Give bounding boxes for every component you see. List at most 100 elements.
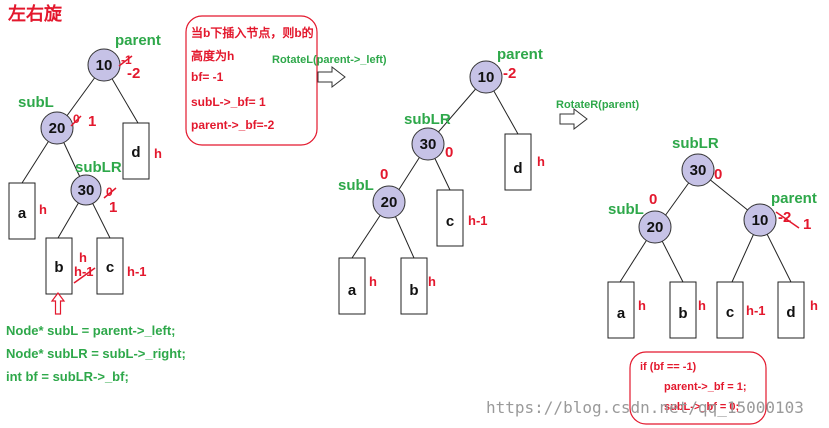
svg-text:a: a — [617, 305, 626, 322]
node-30: 30 — [411, 127, 445, 161]
subtree-a: a — [607, 281, 635, 339]
subtree-c: c — [436, 189, 464, 247]
watermark: https://blog.csdn.net/qq_15000103 — [486, 398, 804, 417]
height-d: h — [810, 298, 818, 313]
svg-text:subL->_bf= 1: subL->_bf= 1 — [191, 95, 266, 109]
op-rotate-left: RotateL(parent->_left) — [272, 54, 387, 66]
svg-text:b: b — [54, 259, 63, 276]
svg-text:30: 30 — [78, 182, 95, 199]
subtree-b: b — [669, 281, 697, 339]
op-rotate-right: RotateR(parent) — [556, 99, 639, 111]
arrow-right-icon — [559, 107, 588, 131]
subtree-d: d — [504, 133, 532, 191]
insert-arrow-icon — [50, 292, 66, 315]
svg-text:a: a — [18, 205, 27, 222]
label-parent: parent — [771, 190, 817, 207]
svg-text:Node* subL = parent->_left;: Node* subL = parent->_left; — [6, 323, 176, 338]
label-subL: subL — [18, 94, 54, 111]
label-parent: parent — [115, 32, 161, 49]
svg-text:c: c — [106, 259, 114, 276]
svg-text:parent->_bf = 1;: parent->_bf = 1; — [664, 381, 747, 393]
diagram-title: 左右旋 — [8, 3, 63, 24]
node-20: 20 — [638, 210, 672, 244]
label-parent: parent — [497, 46, 543, 63]
node-20: 20 — [372, 185, 406, 219]
subtree-c: c — [716, 281, 744, 339]
bf-10-new: -2 — [127, 65, 140, 82]
height-a: h — [369, 274, 377, 289]
svg-text:subL->_bf = 0;: subL->_bf = 0; — [664, 401, 739, 413]
svg-text:高度为h: 高度为h — [191, 48, 234, 63]
node-10: 10 — [743, 203, 777, 237]
height-d: h — [154, 146, 162, 161]
label-subL: subL — [608, 201, 644, 218]
insert-callout: 当b下插入节点，则b的 高度为h bf= -1 subL->_bf= 1 par… — [185, 15, 318, 146]
height-b-old: h-1 — [74, 264, 94, 279]
height-d: h — [537, 154, 545, 169]
label-subLR: subLR — [75, 159, 122, 176]
bf-20-new: 1 — [88, 113, 96, 130]
bf-30: 0 — [714, 166, 722, 183]
svg-text:a: a — [348, 282, 357, 299]
subtree-d: d — [777, 281, 805, 339]
arrow-right-icon — [317, 65, 346, 89]
bf-20: 0 — [380, 166, 388, 183]
bf-30-old: 0 — [106, 185, 113, 199]
bf-30: 0 — [445, 144, 453, 161]
height-a: h — [39, 202, 47, 217]
subtree-a: a — [8, 182, 36, 240]
label-subL: subL — [338, 177, 374, 194]
subtree-b: b — [45, 237, 73, 295]
result-callout: if (bf == -1) parent->_bf = 1; subL->_bf… — [629, 351, 767, 425]
node-20: 20 — [40, 111, 74, 145]
svg-text:b: b — [409, 282, 418, 299]
svg-text:10: 10 — [752, 212, 769, 229]
height-b: h — [698, 298, 706, 313]
code-block: Node* subL = parent->_left; Node* subLR … — [6, 323, 186, 384]
svg-text:int bf = subLR->_bf;: int bf = subLR->_bf; — [6, 369, 129, 384]
svg-text:c: c — [726, 304, 734, 321]
bf-10-new: 1 — [803, 216, 811, 233]
svg-text:30: 30 — [420, 136, 437, 153]
middle-tree: 10 30 20 d c a b parent subLR subL -2 — [338, 46, 545, 315]
svg-text:d: d — [131, 144, 140, 161]
svg-text:Node* subLR = subL->_right;: Node* subLR = subL->_right; — [6, 346, 186, 361]
height-b: h — [79, 250, 87, 265]
subtree-c: c — [96, 237, 124, 295]
label-subLR: subLR — [672, 135, 719, 152]
height-a: h — [638, 298, 646, 313]
bf-30-new: 1 — [109, 199, 117, 216]
label-subLR: subLR — [404, 111, 451, 128]
svg-text:20: 20 — [647, 219, 664, 236]
svg-text:c: c — [446, 213, 454, 230]
svg-text:20: 20 — [49, 120, 66, 137]
svg-text:b: b — [678, 305, 687, 322]
height-c: h-1 — [468, 213, 488, 228]
node-30: 30 — [681, 153, 715, 187]
subtree-a: a — [338, 257, 366, 315]
bf-10: -2 — [503, 65, 516, 82]
svg-text:parent->_bf=-2: parent->_bf=-2 — [191, 118, 275, 132]
node-30: 30 — [70, 174, 102, 206]
svg-text:if (bf == -1): if (bf == -1) — [640, 361, 697, 373]
svg-text:当b下插入节点，则b的: 当b下插入节点，则b的 — [191, 25, 314, 40]
svg-text:10: 10 — [478, 69, 495, 86]
svg-text:30: 30 — [690, 162, 707, 179]
svg-text:d: d — [513, 160, 522, 177]
node-10: 10 — [87, 48, 121, 82]
right-tree: 30 20 10 a b c d subLR subL parent 0 — [607, 135, 818, 339]
bf-20-old: 0 — [73, 112, 80, 126]
svg-text:bf= -1: bf= -1 — [191, 70, 224, 84]
height-c: h-1 — [127, 264, 147, 279]
height-c: h-1 — [746, 303, 766, 318]
svg-text:10: 10 — [96, 57, 113, 74]
subtree-b: b — [400, 257, 428, 315]
bf-20: 0 — [649, 191, 657, 208]
svg-text:d: d — [786, 304, 795, 321]
node-10: 10 — [469, 60, 503, 94]
subtree-d: d — [122, 122, 150, 180]
svg-text:20: 20 — [381, 194, 398, 211]
height-b: h — [428, 274, 436, 289]
left-tree: 10 20 30 d a b c parent subL subLR — [8, 32, 162, 315]
